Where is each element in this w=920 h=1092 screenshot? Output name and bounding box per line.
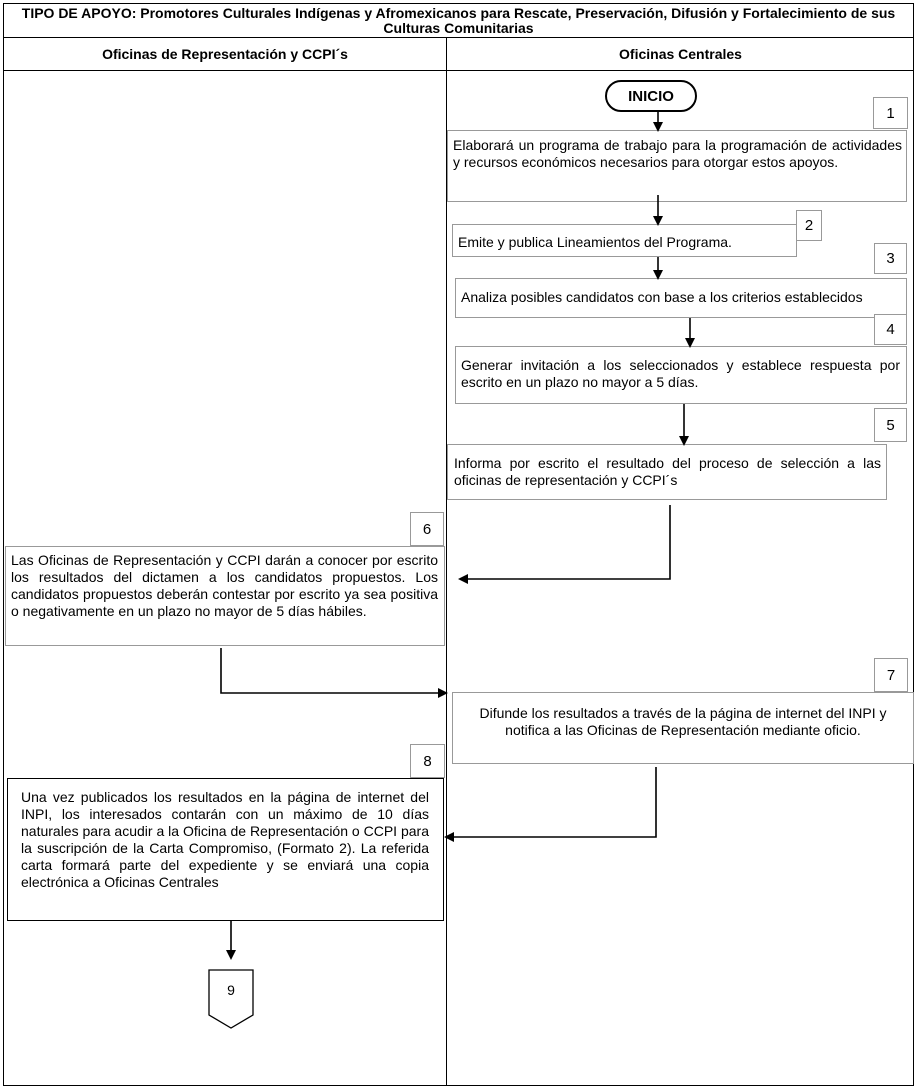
start-terminator: INICIO <box>605 80 697 112</box>
step-number-5: 5 <box>874 408 907 442</box>
diagram-title: TIPO DE APOYO: Promotores Culturales Ind… <box>21 4 896 36</box>
step-number-4: 4 <box>874 314 907 345</box>
step-box-2: Emite y publica Lineamientos del Program… <box>452 224 797 257</box>
column-header-representation: Oficinas de Representación y CCPI´s <box>102 46 348 62</box>
step-box-5: Informa por escrito el resultado del pro… <box>447 444 887 500</box>
step-number-3: 3 <box>874 243 907 274</box>
step-box-3: Analiza posibles candidatos con base a l… <box>455 278 907 318</box>
step-number-7: 7 <box>874 658 908 692</box>
step-box-4: Generar invitación a los seleccionados y… <box>455 346 907 404</box>
step-text-4: Generar invitación a los seleccionados y… <box>461 357 900 390</box>
arrow-5-to-6 <box>458 505 671 584</box>
step-text-3: Analiza posibles candidatos con base a l… <box>461 289 863 305</box>
off-page-connector-shape <box>208 969 254 1029</box>
step-text-6: Las Oficinas de Representación y CCPI da… <box>11 552 438 619</box>
step-text-2: Emite y publica Lineamientos del Program… <box>458 234 732 250</box>
step-box-7: Difunde los resultados a través de la pá… <box>452 692 914 764</box>
step-box-8: Una vez publicados los resultados en la … <box>7 778 444 921</box>
title-divider <box>4 37 914 38</box>
step-text-5: Informa por escrito el resultado del pro… <box>454 455 881 488</box>
arrow-6-to-7 <box>220 648 448 698</box>
column-header-central: Oficinas Centrales <box>619 46 742 62</box>
step-text-7: Difunde los resultados a través de la pá… <box>479 705 887 738</box>
diagram-frame <box>3 3 914 1086</box>
step-number-1: 1 <box>873 97 908 129</box>
header-divider <box>4 70 914 71</box>
step-box-6: Las Oficinas de Representación y CCPI da… <box>5 546 445 646</box>
step-text-8: Una vez publicados los resultados en la … <box>21 789 429 890</box>
step-number-2: 2 <box>796 210 822 241</box>
swimlane-divider <box>446 38 447 1086</box>
step-text-1: Elaborará un programa de trabajo para la… <box>453 137 902 170</box>
arrow-7-to-8 <box>444 767 657 842</box>
step-number-6: 6 <box>410 512 444 546</box>
step-box-1: Elaborará un programa de trabajo para la… <box>447 130 907 202</box>
off-page-connector-label: 9 <box>227 982 235 998</box>
step-number-8: 8 <box>410 744 445 778</box>
